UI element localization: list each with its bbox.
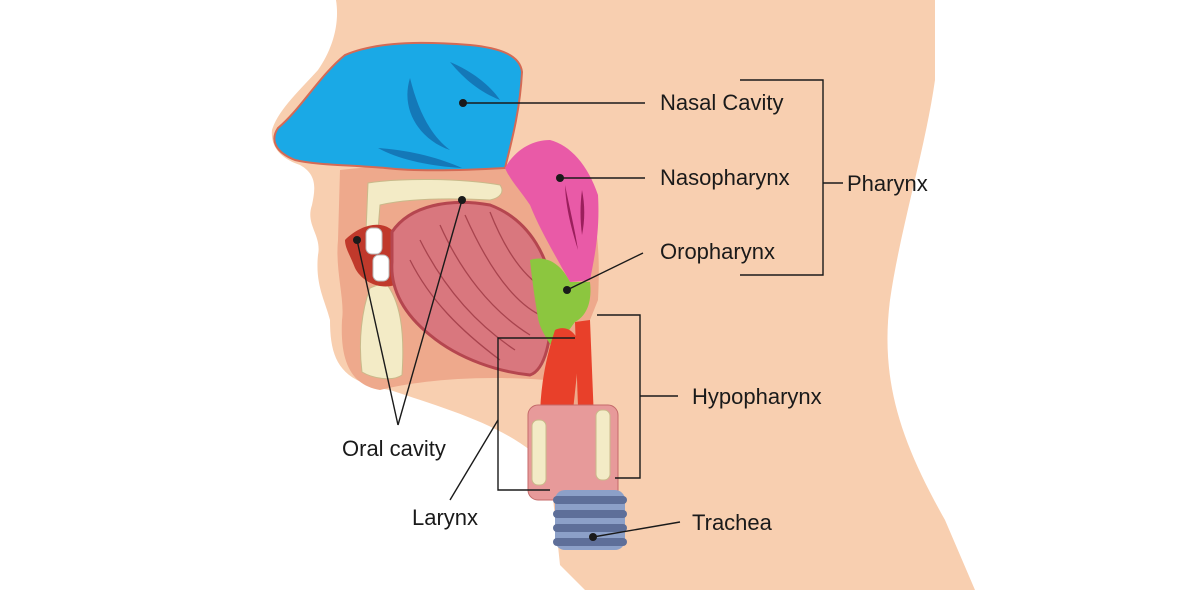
- label-hypopharynx: Hypopharynx: [692, 384, 822, 409]
- nasopharynx-fold-1: [565, 185, 578, 250]
- label-nasal-cavity: Nasal Cavity: [660, 90, 783, 115]
- oropharynx-leader: [566, 252, 644, 291]
- larynx-leader: [449, 419, 499, 501]
- upper-tooth: [365, 227, 383, 255]
- label-larynx: Larynx: [412, 505, 478, 530]
- nasal-turbinate-2: [450, 62, 500, 100]
- oral-cavity-leader-2: [397, 199, 463, 426]
- larynx-cartilage-left: [531, 419, 547, 486]
- oropharynx-dot: [563, 286, 571, 294]
- tongue-texture: [409, 211, 549, 361]
- nasopharynx-dot: [556, 174, 564, 182]
- label-trachea: Trachea: [692, 510, 773, 535]
- nasal-turbinate-1: [407, 78, 450, 150]
- label-nasopharynx: Nasopharynx: [660, 165, 790, 190]
- label-pharynx: Pharynx: [847, 171, 928, 196]
- hard-palate-bone: [365, 178, 503, 233]
- nasopharynx-region: [505, 140, 599, 282]
- nasal-cavity-region: [273, 41, 524, 172]
- trachea-dot: [589, 533, 597, 541]
- trachea-rings: [553, 490, 627, 550]
- tongue: [390, 201, 554, 377]
- larynx-bracket: [497, 337, 575, 491]
- pharynx-bracket: [740, 79, 843, 276]
- oropharynx-region: [530, 258, 591, 352]
- hypopharynx-bracket: [597, 314, 678, 479]
- nasal-cavity-dot: [459, 99, 467, 107]
- larynx: [540, 328, 580, 420]
- oral-cavity-leader-1: [356, 239, 399, 426]
- nasopharynx-fold-2: [580, 190, 585, 235]
- oral-cavity-dot-2: [458, 196, 466, 204]
- nasal-turbinate-3: [378, 148, 462, 168]
- lower-tooth: [372, 254, 390, 282]
- trachea-leader: [592, 521, 681, 538]
- label-oral-cavity: Oral cavity: [342, 436, 446, 461]
- label-oropharynx: Oropharynx: [660, 239, 775, 264]
- larynx-cartilage-right: [595, 409, 611, 481]
- oral-cavity-dot-1: [353, 236, 361, 244]
